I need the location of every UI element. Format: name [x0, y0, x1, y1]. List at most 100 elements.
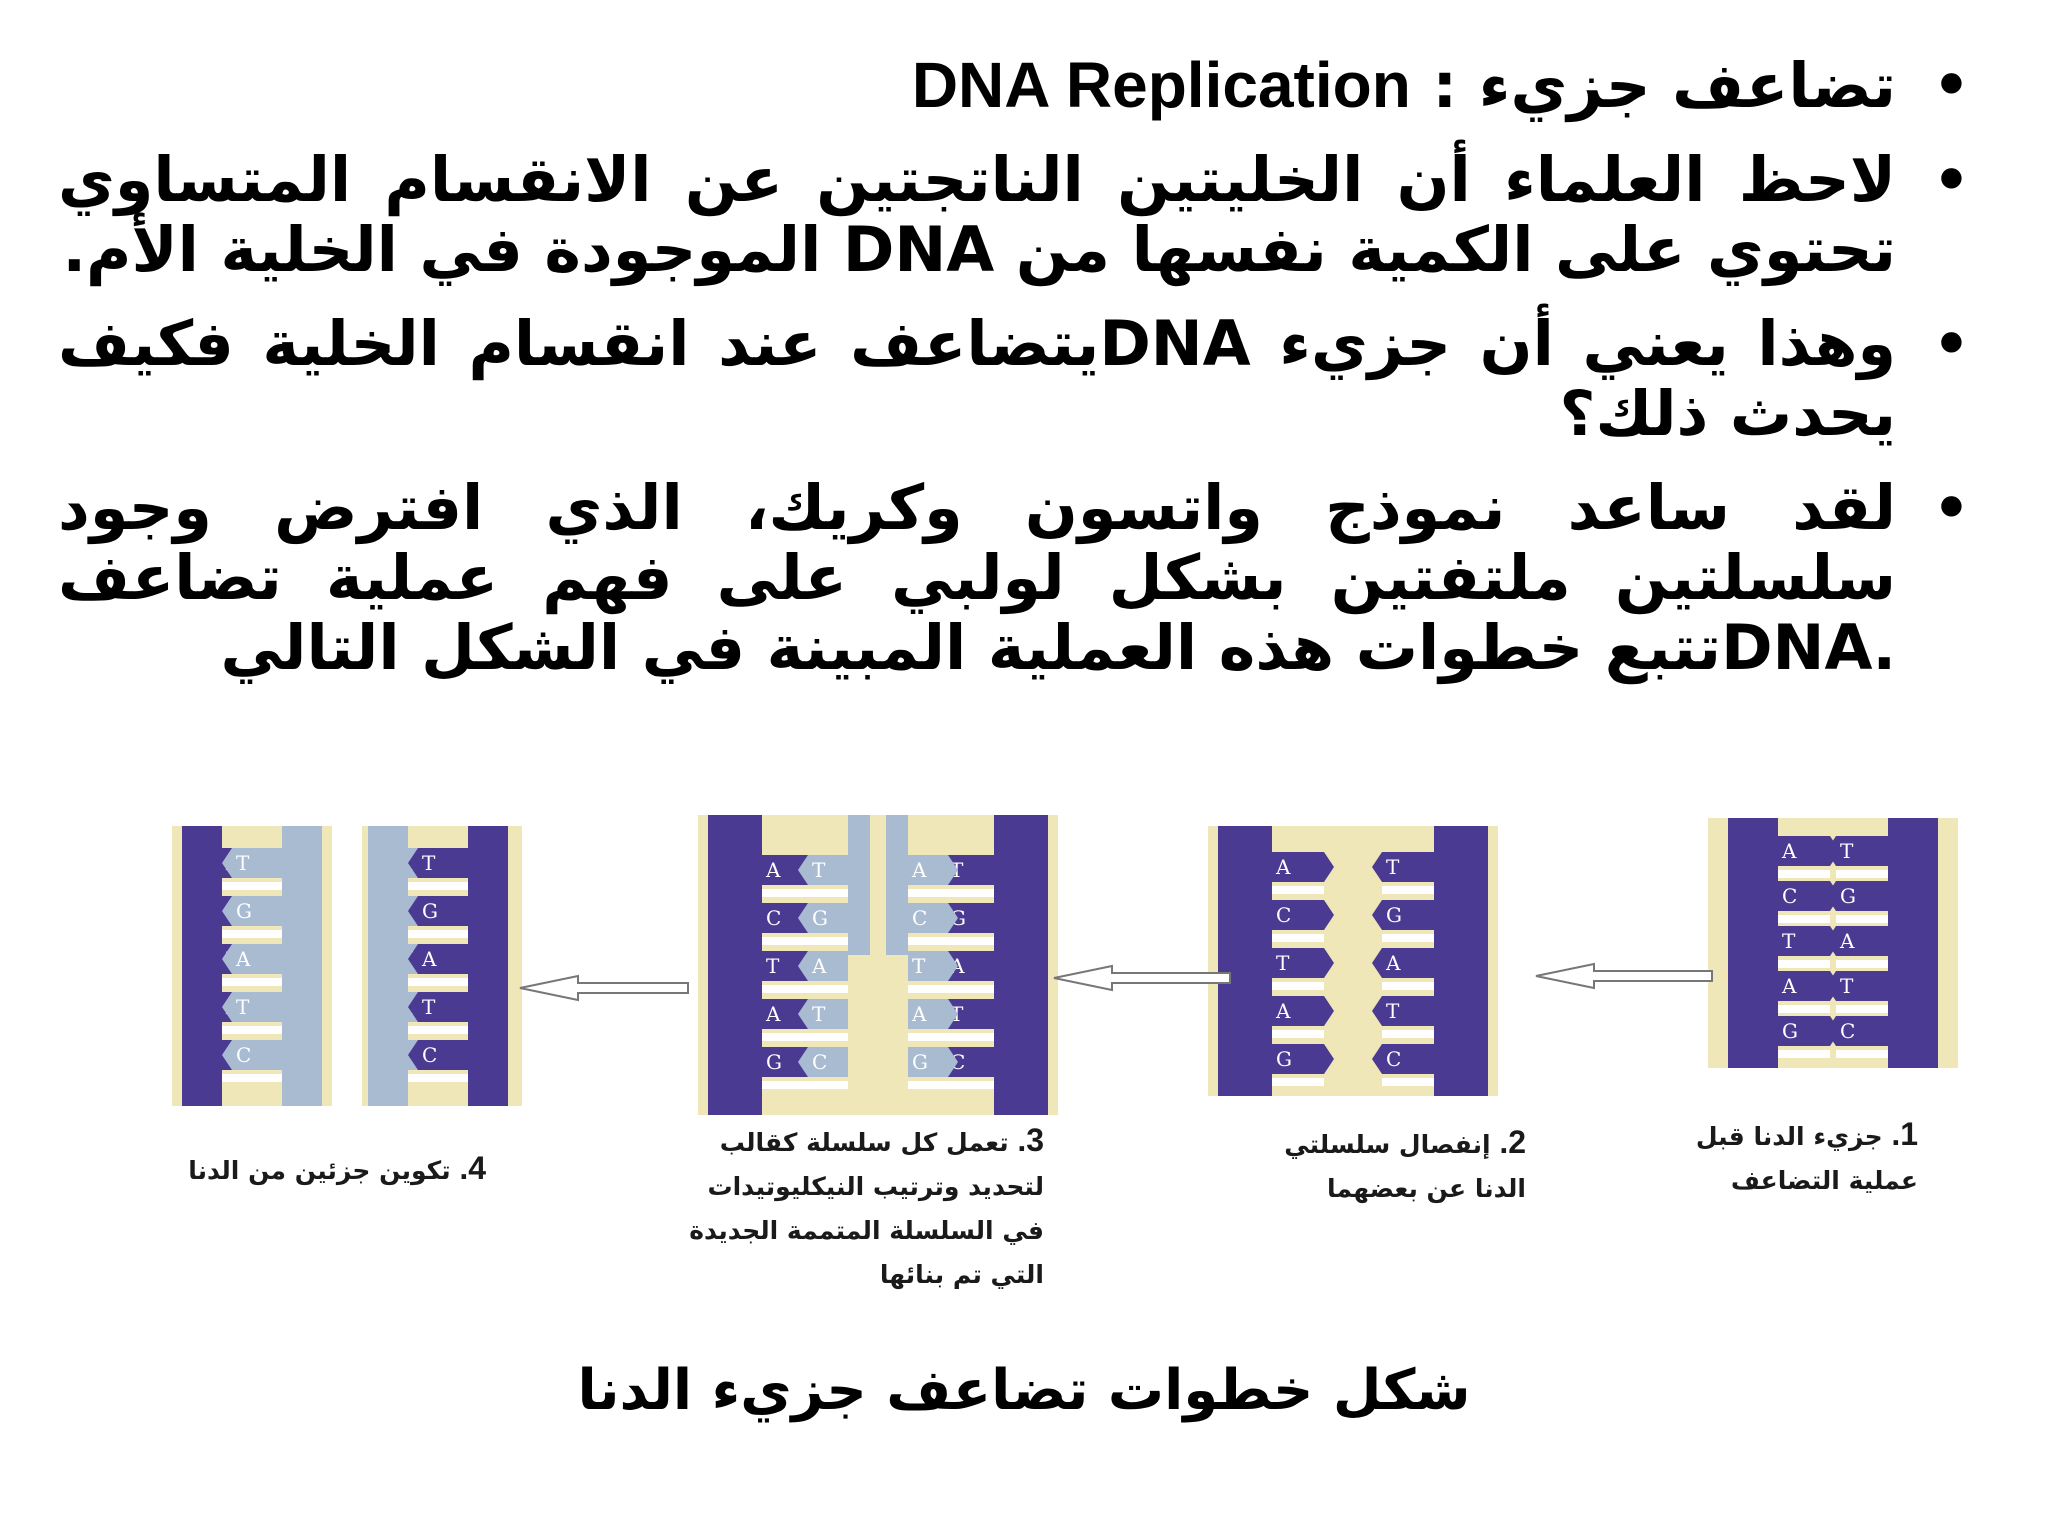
base-letter: T [1386, 999, 1400, 1023]
rung-separator [418, 930, 468, 938]
rung-separator [232, 978, 282, 986]
nucleotide-base [798, 1047, 848, 1077]
backbone [1888, 818, 1938, 1068]
rung-separator [1272, 1078, 1324, 1086]
dna-template-building-diagram: ACTAGTGATCTGATCACTAG [698, 815, 1058, 1315]
nucleotide-base [1272, 948, 1334, 978]
rung-separator [946, 1033, 994, 1041]
rung-separator [762, 1033, 810, 1041]
panel-fade [698, 1115, 1058, 1315]
bullet-dot: • [1932, 146, 1970, 214]
base-letter: C [1840, 1019, 1855, 1043]
rung-separator [808, 937, 848, 945]
nucleotide-base [1778, 836, 1840, 866]
caption-line: الدنا عن بعضهما [1327, 1174, 1526, 1203]
nucleotide-base [408, 848, 468, 878]
base-letter: T [812, 858, 826, 882]
rung-separator [1778, 1005, 1830, 1013]
rung-separator [418, 1026, 468, 1034]
nucleotide-base [1372, 900, 1434, 930]
rung-separator [418, 1074, 468, 1082]
base-letter: G [236, 899, 252, 923]
rung-separator [1778, 1050, 1830, 1058]
rung-separator [946, 937, 994, 945]
rung-separator [1778, 960, 1830, 968]
rung-separator [762, 889, 810, 897]
rung-separator [808, 889, 848, 897]
base-letter: A [1781, 839, 1797, 863]
base-letter: C [1276, 903, 1291, 927]
base-letter: T [1840, 839, 1854, 863]
bullet-dot: • [1932, 474, 1970, 542]
caption-step2: 2. إنفصال سلسلتي الدنا عن بعضهما [1284, 1120, 1526, 1211]
base-letter: A [1385, 951, 1401, 975]
bullet-text: لاحظ العلماء أن الخليتين الناتجتين عن ال… [58, 143, 1896, 286]
base-letter: A [1275, 999, 1291, 1023]
nucleotide-base [908, 1047, 958, 1077]
base-letter: A [235, 947, 251, 971]
rung-separator [908, 889, 948, 897]
left-arrow-icon [1052, 962, 1232, 998]
base-letter: T [422, 851, 436, 875]
rung-separator [1836, 1050, 1888, 1058]
new-backbone [848, 815, 870, 955]
base-letter: T [1782, 929, 1796, 953]
caption-line: التي تم بنائها [879, 1260, 1044, 1289]
base-letter: A [911, 858, 927, 882]
caption-step1: 1. جزيء الدنا قبل عملية التضاعف [1696, 1112, 1918, 1203]
nucleotide-base [908, 951, 958, 981]
rung-separator [762, 1081, 810, 1089]
base-letter: T [1386, 855, 1400, 879]
base-letter: G [422, 899, 438, 923]
nucleotide-base [1826, 971, 1888, 1001]
nucleotide-base [1826, 881, 1888, 911]
base-letter: T [236, 995, 250, 1019]
rung-separator [1836, 915, 1888, 923]
base-letter: A [765, 1002, 781, 1026]
rung-separator [1778, 870, 1830, 878]
nucleotide-base [1826, 1016, 1888, 1046]
bullet-text: وهذا يعني أن جزيء DNAيتضاعف عند انقسام ا… [58, 307, 1896, 450]
backbone [468, 826, 508, 1106]
bullet-question: • وهذا يعني أن جزيء DNAيتضاعف عند انقسام… [58, 309, 1988, 449]
rung-separator [808, 1033, 848, 1041]
nucleotide-base [1778, 881, 1840, 911]
rung-separator [908, 937, 948, 945]
backbone [708, 815, 762, 1115]
caption-line: تعمل كل سلسلة كقالب [719, 1128, 1009, 1157]
caption-line: جزيء الدنا قبل [1695, 1122, 1883, 1151]
base-letter: G [912, 1050, 928, 1074]
nucleotide-base [408, 992, 468, 1022]
base-letter: T [1276, 951, 1290, 975]
bullet-text: لقد ساعد نموذج واتسون وكريك، الذي افترض … [58, 471, 1896, 684]
nucleotide-base [908, 855, 958, 885]
backbone [1434, 826, 1488, 1096]
nucleotide-base [1778, 1016, 1840, 1046]
nucleotide-base [908, 903, 958, 933]
nucleotide-base [408, 944, 468, 974]
rung-separator [232, 1074, 282, 1082]
base-letter: T [766, 954, 780, 978]
dna-svg: ACTAGTGATCTGATCACTAG [698, 815, 1058, 1315]
base-letter: A [911, 1002, 927, 1026]
base-letter: T [236, 851, 250, 875]
nucleotide-base [408, 896, 468, 926]
base-letter: A [1781, 974, 1797, 998]
caption-line: في السلسلة المتممة الجديدة [689, 1216, 1044, 1245]
base-letter: G [1840, 884, 1856, 908]
base-letter: T [912, 954, 926, 978]
nucleotide-base [1372, 948, 1434, 978]
base-letter: A [1839, 929, 1855, 953]
rung-separator [1272, 934, 1324, 942]
new-backbone [886, 815, 908, 955]
bullet-title: • تضاعف جزيء : DNA Replication [58, 50, 1988, 121]
rung-separator [1272, 886, 1324, 894]
rung-separator [908, 1033, 948, 1041]
base-letter: C [766, 906, 781, 930]
nucleotide-base [1826, 926, 1888, 956]
bullet-dot: • [1932, 51, 1970, 119]
rung-separator [1382, 934, 1434, 942]
